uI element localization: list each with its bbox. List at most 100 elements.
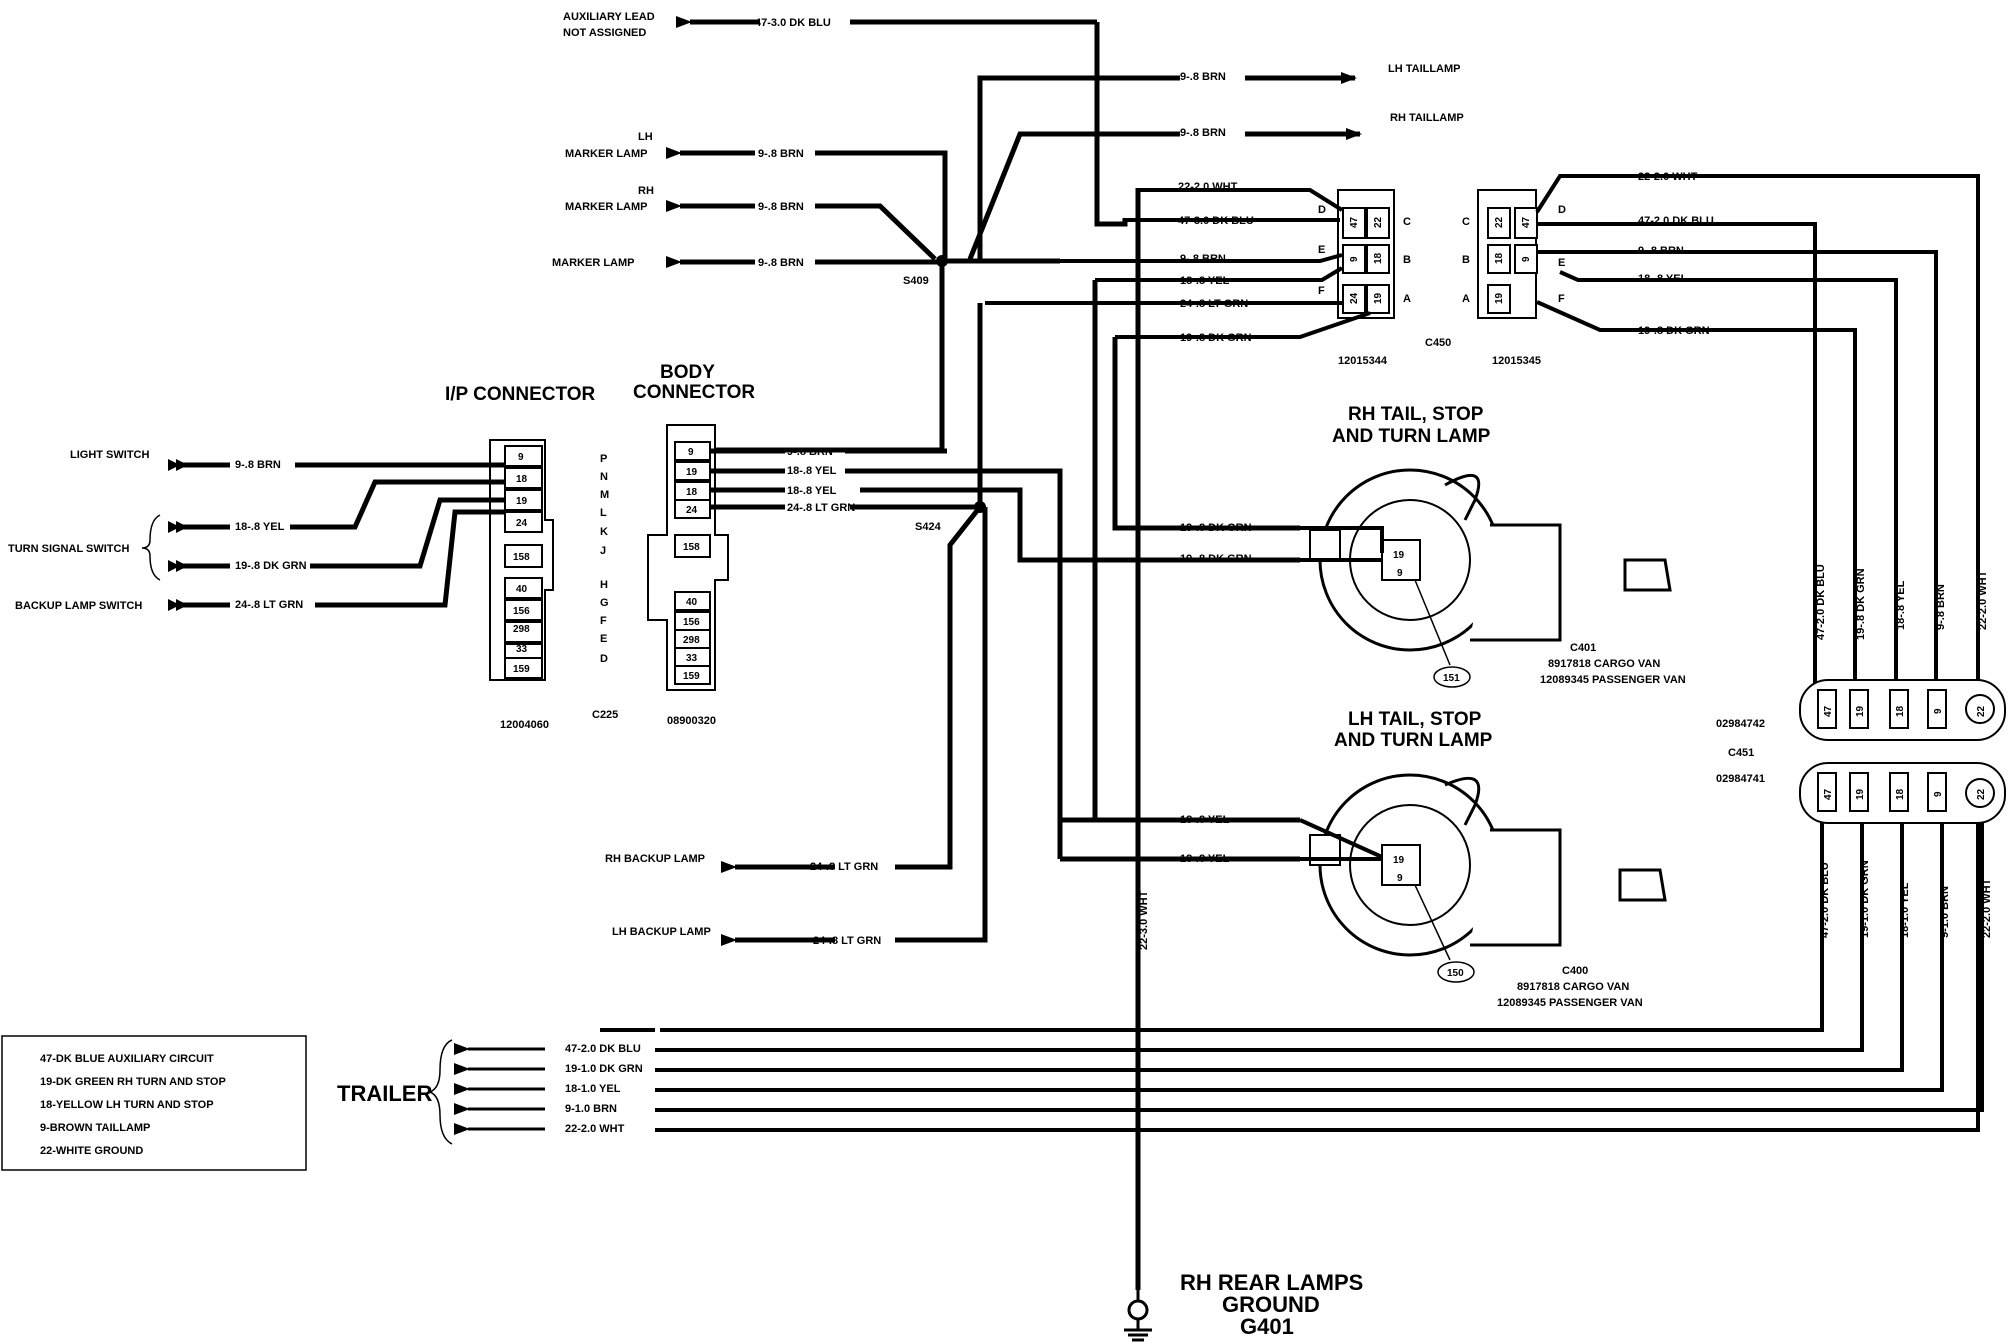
rh-marker-label-2: MARKER LAMP (565, 201, 648, 213)
c400-label: C400 (1562, 965, 1588, 977)
c401-detail-2: 12089345 PASSENGER VAN (1540, 674, 1686, 686)
part-number: 02984741 (1716, 773, 1765, 785)
pin-label: 19 (1393, 855, 1405, 866)
pin-label: 18 (516, 474, 528, 485)
c451-label: C451 (1728, 747, 1754, 759)
cavity-letter: D (600, 653, 608, 665)
pin-label: 22 (1976, 705, 1987, 717)
wire-label: 9-.8 BRN (1638, 245, 1684, 257)
pin-label: 18 (1895, 705, 1906, 717)
wire-label: 9-1.0 BRN (565, 1103, 617, 1115)
wire-label: 18-.8 YEL (1180, 814, 1230, 826)
cavity-c: C (1403, 216, 1411, 228)
legend-item: 47-DK BLUE AUXILIARY CIRCUIT (40, 1053, 214, 1065)
c450-connector-left: 47 22 9 18 24 19 D C E B F A 12015344 C4… (1318, 189, 1451, 367)
wire-label: 47-3.0 DK BLU (1178, 215, 1254, 227)
part-number: 12004060 (500, 719, 549, 731)
cavity-letter: G (600, 597, 609, 609)
pin-label: 158 (683, 542, 700, 553)
pin-label: 159 (513, 664, 530, 675)
switch-inputs: LIGHT SWITCH 9-.8 BRN TURN SIGNAL SWITCH… (8, 449, 505, 612)
wire-label: 47-2.0 DK BLU (1638, 215, 1714, 227)
wire-label: 22-3.0 WHT (1138, 890, 1150, 950)
wire-label: 22-2.0 WHT (1178, 181, 1238, 193)
splice-s424-label: S424 (915, 521, 942, 533)
ground-wire: 22-3.0 WHT RH REAR LAMPS GROUND G401 (1124, 188, 1363, 1342)
pin-label: 33 (516, 644, 528, 655)
wire-label: 47-3.0 DK BLU (755, 17, 831, 29)
c401-detail: 8917818 CARGO VAN (1548, 658, 1660, 670)
pin-label: 298 (513, 624, 530, 635)
wire-label: 18-.8 YEL (787, 485, 837, 497)
lh-marker-label-2: MARKER LAMP (565, 148, 648, 160)
rh-taillamp-label: RH TAILLAMP (1390, 112, 1464, 124)
aux-lead-label-2: NOT ASSIGNED (563, 27, 646, 39)
rh-marker-label: RH (638, 185, 654, 197)
pin-label: 159 (683, 671, 700, 682)
pin-label: 9 (1349, 256, 1360, 262)
wire-label: 19-.8 DK GRN (1180, 553, 1252, 565)
pin-label: 19 (516, 496, 528, 507)
pin-label: 47 (1349, 216, 1360, 228)
part-number: 08900320 (667, 715, 716, 727)
cavity-a: A (1462, 293, 1470, 305)
wire-label: 19-.8 DK GRN (1638, 325, 1710, 337)
wire-label: 24-.8 LT GRN (813, 935, 881, 947)
pin-label: 156 (683, 617, 700, 628)
splice-s409-label: S409 (903, 275, 929, 287)
rh-tail-lamp: RH TAIL, STOP AND TURN LAMP 19 9 151 C40… (1300, 404, 1686, 688)
cavity-b: B (1403, 254, 1411, 266)
cavity-f: F (1558, 293, 1565, 305)
wire-label: 24-.8 LT GRN (235, 599, 303, 611)
part-number: 12015345 (1492, 355, 1541, 367)
wire-label: 18-.8 YEL (1895, 580, 1907, 630)
cavity-letters: P N M L K J H G F E D (600, 453, 609, 665)
pin-label: 47 (1521, 216, 1532, 228)
marker-label: MARKER LAMP (552, 257, 635, 269)
wire-label: 9-.8 BRN (758, 257, 804, 269)
pin-label: 9 (1397, 568, 1403, 579)
wire-label: 18-.8 YEL (787, 465, 837, 477)
pin-label: 9 (1933, 708, 1944, 714)
c450-right-wires: 22-2.0 WHT 47-2.0 DK BLU 9-.8 BRN 18-.8 … (1535, 171, 1980, 690)
pin-label: 158 (513, 552, 530, 563)
wire-label: 19-.8 DK GRN (1180, 522, 1252, 534)
ip-connector-title: I/P CONNECTOR (445, 384, 596, 405)
lh-taillamp-label: LH TAILLAMP (1388, 63, 1461, 75)
part-number: 02984742 (1716, 718, 1765, 730)
turn-signal-label: TURN SIGNAL SWITCH (8, 543, 129, 555)
splice-s424: 24-.8 LT GRN 24-.8 LT GRN RH BACKUP LAMP… (605, 303, 988, 947)
pin-label: 19 (1855, 705, 1866, 717)
body-connector-title-2: CONNECTOR (633, 382, 755, 403)
ip-connector: I/P CONNECTOR 9 18 19 24 158 40 156 298 … (445, 384, 618, 731)
rh-backup-label: RH BACKUP LAMP (605, 853, 705, 865)
trailer-wires: 47-2.0 DK BLU 19-1.0 DK GRN 18-1.0 YEL 9… (337, 823, 1984, 1145)
c400-detail-2: 12089345 PASSENGER VAN (1497, 997, 1643, 1009)
pin-label: 298 (683, 635, 700, 646)
wire-label: 22-2.0 WHT (1638, 171, 1698, 183)
wire-label: 9-.8 BRN (1935, 584, 1947, 630)
pin-label: 22 (1976, 788, 1987, 800)
wire-label: 9-.8 BRN (758, 201, 804, 213)
c451-top-wire-labels: 47-2.0 DK BLU 19-.8 DK GRN 18-.8 YEL 9-.… (1815, 564, 1989, 640)
cavity-d: D (1558, 204, 1566, 216)
lh-lamp-title-2: AND TURN LAMP (1334, 730, 1493, 751)
pin-label: 47 (1823, 705, 1834, 717)
wire-label: 18-.8 YEL (235, 521, 285, 533)
pin-label: 9 (1933, 791, 1944, 797)
wire-label: 19-.8 DK GRN (1855, 568, 1867, 640)
wire-label: 22-2.0 WHT (1977, 570, 1989, 630)
pin-label: 156 (513, 606, 530, 617)
legend-item: 22-WHITE GROUND (40, 1145, 143, 1157)
c451-bottom-wire-labels: 47-2.0 DK BLU 19-1.0 DK GRN 18-1.0 YEL 9… (1819, 860, 1993, 938)
light-switch-label: LIGHT SWITCH (70, 449, 149, 461)
wire-label: 18-.8 YEL (1638, 273, 1688, 285)
pin-label: 40 (516, 584, 528, 595)
cavity-letter: F (600, 615, 607, 627)
pin-label: 47 (1823, 788, 1834, 800)
c450-label: C450 (1425, 337, 1451, 349)
pin-label: 22 (1494, 216, 1505, 228)
wire-label: 9-.8 BRN (1180, 127, 1226, 139)
cavity-a: A (1403, 293, 1411, 305)
pin-label: 24 (686, 505, 698, 516)
